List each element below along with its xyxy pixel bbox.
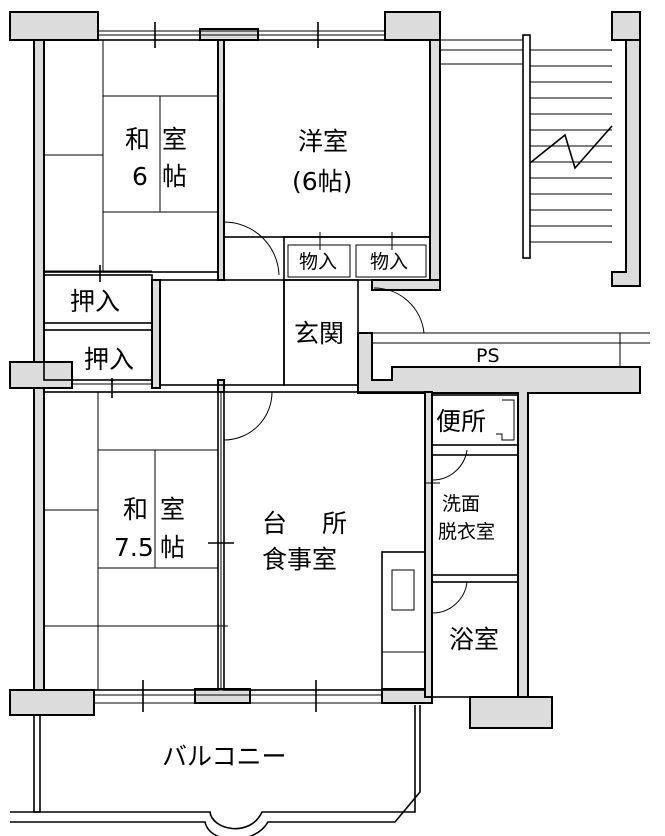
washitsu75-label: 和 [123,495,148,524]
daidokoro-label: 所 [322,509,347,538]
interior-lines [43,39,650,698]
yokushitsu-label: 浴室 [449,625,499,654]
oshiire-label: 押入 [70,287,120,316]
washitsu6-label: 和 [125,125,150,154]
shokujishitsu-label: 食事室 [262,545,337,574]
genkan-label: 玄関 [294,319,344,348]
daidokoro-label: 台 [262,509,287,538]
balcony-label: バルコニー [162,742,287,771]
monoire-label: 物入 [370,251,408,273]
senmen-label: 洗面 [442,493,480,515]
room-labels: 和 室 6 帖 洋室 (6帖) 物入 物入 押入 押入 玄関 PS 便所 洗面 … [70,125,500,771]
balcony [10,705,421,836]
washitsu75-size: 7.5 [114,533,154,562]
washitsu75-label: 室 [160,495,185,524]
datsuishitsu-label: 脱衣室 [438,521,495,543]
washitsu75-size: 帖 [160,533,185,562]
staircase [440,34,613,259]
oshiire-label: 押入 [84,345,134,374]
ps-label: PS [476,345,500,367]
washitsu6-size: 6 [132,162,148,191]
youshitsu-size: (6帖) [292,167,352,196]
youshitsu-label: 洋室 [298,127,348,156]
monoire-label: 物入 [299,251,337,273]
benjo-label: 便所 [436,407,486,436]
washitsu6-label: 室 [162,125,187,154]
washitsu6-size: 帖 [162,162,187,191]
